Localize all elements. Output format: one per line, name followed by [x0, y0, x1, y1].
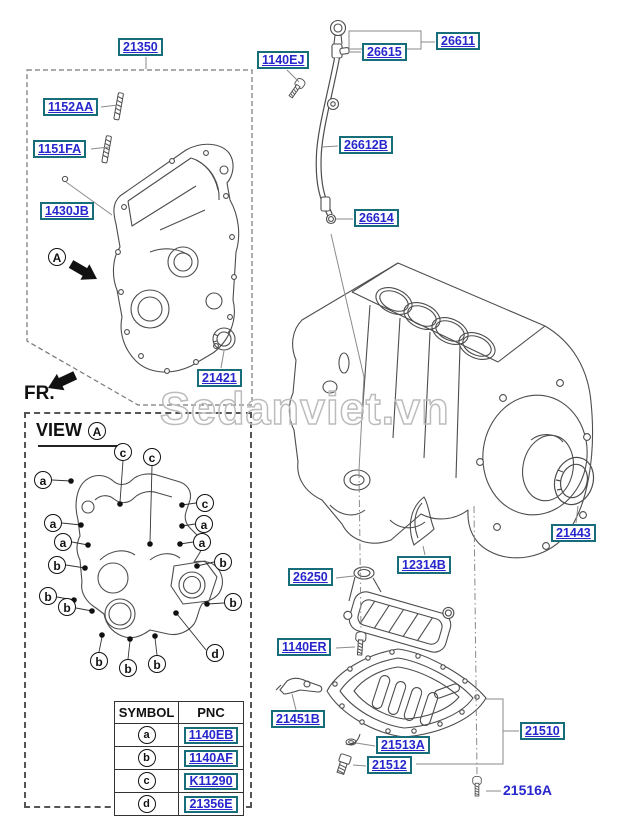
- view-a-title: VIEW A: [36, 420, 107, 441]
- symbol-b: b: [137, 749, 156, 767]
- table-header-row: SYMBOL PNC: [114, 701, 244, 724]
- oil-pan-illustration: [326, 648, 487, 746]
- bolt-1140er: [354, 630, 367, 656]
- dashed-box-21350: [26, 69, 253, 406]
- callout-b: b: [39, 587, 57, 605]
- stud-1151fa: [101, 135, 113, 164]
- table-row: b 1140AF: [114, 746, 244, 770]
- callout-a: a: [44, 514, 62, 532]
- callout-b: b: [214, 553, 232, 571]
- part-label-1151fa[interactable]: 1151FA: [33, 140, 87, 158]
- washer-21513a: [345, 738, 357, 746]
- part-label-26614[interactable]: 26614: [354, 209, 399, 227]
- table-row: c K11290: [114, 769, 244, 793]
- callout-c: c: [114, 443, 132, 461]
- part-label-21510[interactable]: 21510: [520, 722, 565, 740]
- assembly-marker-a: A: [48, 248, 66, 266]
- view-a-title-underline: [38, 445, 118, 447]
- part-label-26615[interactable]: 26615: [362, 43, 407, 61]
- callout-a: a: [193, 533, 211, 551]
- assembly-direction-arrow: [68, 260, 97, 280]
- symbol-c: c: [137, 772, 156, 790]
- part-label-21516a[interactable]: 21516A: [503, 782, 553, 798]
- table-row: a 1140EB: [114, 723, 244, 747]
- part-label-26250[interactable]: 26250: [288, 568, 333, 586]
- part-label-26612b[interactable]: 26612B: [339, 136, 393, 154]
- bolt-21516a: [472, 775, 482, 797]
- engine-block-illustration: [288, 262, 594, 559]
- callout-b: b: [148, 655, 166, 673]
- callout-a: a: [34, 471, 52, 489]
- pnc-link-k11290[interactable]: K11290: [184, 772, 238, 790]
- pnc-link-1140af[interactable]: 1140AF: [184, 749, 238, 767]
- part-label-12314b[interactable]: 12314B: [397, 556, 451, 574]
- callout-c: c: [143, 448, 161, 466]
- oil-seal-21421: [212, 327, 236, 351]
- fr-direction-arrow: [48, 371, 78, 391]
- part-label-21350[interactable]: 21350: [118, 38, 163, 56]
- alignment-centerlines: [330, 233, 478, 776]
- callout-c: c: [196, 494, 214, 512]
- callout-b: b: [48, 556, 66, 574]
- table-row: d 21356E: [114, 792, 244, 816]
- part-label-1140ej[interactable]: 1140EJ: [257, 51, 310, 69]
- part-label-1140er[interactable]: 1140ER: [277, 638, 332, 656]
- part-label-21512[interactable]: 21512: [367, 756, 412, 774]
- symbol-column-header: SYMBOL: [114, 701, 179, 724]
- symbol-pnc-table: SYMBOL PNC a 1140EB b 1140AF c K11290 d …: [114, 701, 244, 816]
- oil-seal-21443: [553, 456, 595, 506]
- stud-1152aa: [113, 92, 125, 121]
- part-label-1152aa[interactable]: 1152AA: [43, 98, 99, 116]
- pnc-link-1140eb[interactable]: 1140EB: [183, 726, 239, 744]
- leader-bracket-21510: [416, 698, 519, 765]
- symbol-d: d: [137, 795, 156, 813]
- front-marker: FR.: [24, 383, 55, 404]
- pnc-link-21356e[interactable]: 21356E: [184, 795, 238, 813]
- drain-plug-21512: [336, 753, 352, 775]
- part-label-1430jb[interactable]: 1430JB: [40, 202, 94, 220]
- crescent-12314b: [409, 496, 435, 546]
- callout-a: a: [195, 515, 213, 533]
- callout-b: b: [119, 659, 137, 677]
- part-label-26611[interactable]: 26611: [436, 32, 481, 50]
- part-label-21443[interactable]: 21443: [551, 524, 596, 542]
- callout-b: b: [224, 593, 242, 611]
- part-label-21421[interactable]: 21421: [197, 369, 242, 387]
- callout-a: a: [54, 533, 72, 551]
- pin-1430jb: [61, 175, 69, 183]
- pnc-column-header: PNC: [178, 701, 244, 724]
- callout-b: b: [90, 652, 108, 670]
- label-leader-lines: [65, 41, 579, 792]
- callout-d: d: [206, 644, 224, 662]
- part-label-21451b[interactable]: 21451B: [271, 710, 325, 728]
- bracket-21451b: [275, 677, 323, 695]
- timing-cover-illustration: [112, 143, 240, 374]
- bolt-1140ej: [286, 76, 307, 100]
- view-a-title-letter: A: [88, 421, 107, 440]
- callout-b: b: [58, 598, 76, 616]
- symbol-a: a: [137, 726, 156, 744]
- oil-strainer-illustration: [343, 566, 455, 653]
- part-label-21513a[interactable]: 21513A: [376, 736, 430, 754]
- view-a-title-text: VIEW: [36, 420, 83, 440]
